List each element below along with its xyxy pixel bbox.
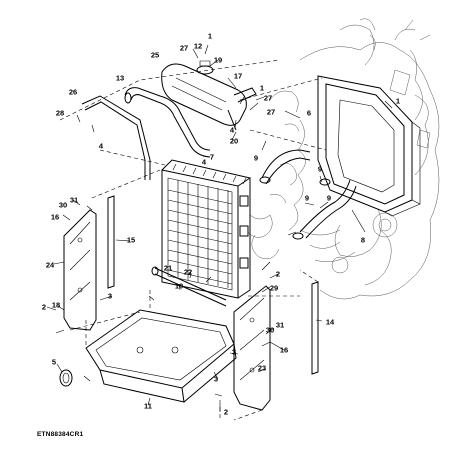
- callout-3-left: 3: [107, 291, 113, 301]
- callout-2-bracket: 2: [223, 407, 229, 417]
- callout-14: 14: [325, 317, 335, 327]
- callout-1-tank-top: 1: [207, 31, 213, 41]
- callout-13: 13: [115, 73, 125, 83]
- callout-4-bracket: 4: [229, 125, 235, 135]
- fan-shroud: [317, 75, 421, 217]
- right-side-rail: [311, 281, 319, 375]
- bleed-tube: [151, 266, 227, 307]
- callout-3-right: 3: [231, 347, 237, 357]
- callout-6: 6: [306, 108, 312, 118]
- callout-27-hose: 27: [266, 107, 276, 117]
- callout-9-mid: 9: [304, 193, 310, 203]
- callout-9-upper: 9: [253, 153, 259, 163]
- callout-30-left: 30: [58, 200, 68, 210]
- callout-24: 24: [45, 260, 55, 270]
- overflow-tube: [81, 95, 151, 180]
- callout-8: 8: [360, 235, 366, 245]
- callout-23: 23: [257, 363, 267, 373]
- callout-2-left: 2: [41, 302, 47, 312]
- callout-29: 29: [269, 283, 279, 293]
- callout-21: 21: [163, 263, 173, 273]
- callout-22: 22: [183, 267, 193, 277]
- callout-17: 17: [233, 71, 243, 81]
- left-bracket: [63, 209, 97, 331]
- callout-19: 19: [213, 55, 223, 65]
- callout-3-bottom: 3: [213, 374, 219, 384]
- bottom-pan: [85, 309, 237, 403]
- callout-9-right: 9: [317, 164, 323, 174]
- lower-hoses: [259, 149, 357, 240]
- upper-hose: [124, 87, 211, 158]
- coolant-tank: [161, 60, 257, 131]
- callout-4-tube: 4: [98, 141, 104, 151]
- callout-15: 15: [126, 235, 136, 245]
- callout-11: 11: [144, 401, 152, 411]
- callout-16-left: 16: [50, 212, 60, 222]
- callout-27-tank: 27: [179, 43, 189, 53]
- callout-2-fitting: 2: [275, 269, 281, 279]
- callout-20: 20: [229, 136, 239, 146]
- callout-9-lower: 9: [326, 193, 332, 203]
- callout-30-right: 30: [265, 325, 275, 335]
- callout-27-right: 27: [263, 93, 273, 103]
- right-bracket: [233, 285, 271, 411]
- callout-16-right: 16: [279, 345, 289, 355]
- callout-31-left: 31: [69, 195, 79, 205]
- callout-26: 26: [68, 87, 78, 97]
- left-side-rail: [107, 195, 115, 289]
- engine-block-drawing: [247, 18, 440, 300]
- callout-10: 10: [174, 281, 184, 291]
- figure-code: ETN88384CR1: [37, 431, 84, 438]
- phantom-lines: [59, 59, 327, 421]
- callout-4-radiator: 4: [201, 157, 207, 167]
- callout-1-engine: 1: [395, 96, 401, 106]
- callout-7: 7: [209, 152, 215, 162]
- callout-5: 5: [51, 357, 57, 367]
- callout-18: 18: [51, 300, 61, 310]
- callout-1-tank-right: 1: [259, 83, 265, 93]
- callout-28: 28: [55, 108, 65, 118]
- callout-31-right: 31: [275, 320, 285, 330]
- hose-clamp: [59, 369, 73, 387]
- callout-12: 12: [193, 41, 203, 51]
- leader-lines: [46, 44, 393, 412]
- radiator-core: [161, 159, 251, 299]
- callout-25: 25: [150, 50, 160, 60]
